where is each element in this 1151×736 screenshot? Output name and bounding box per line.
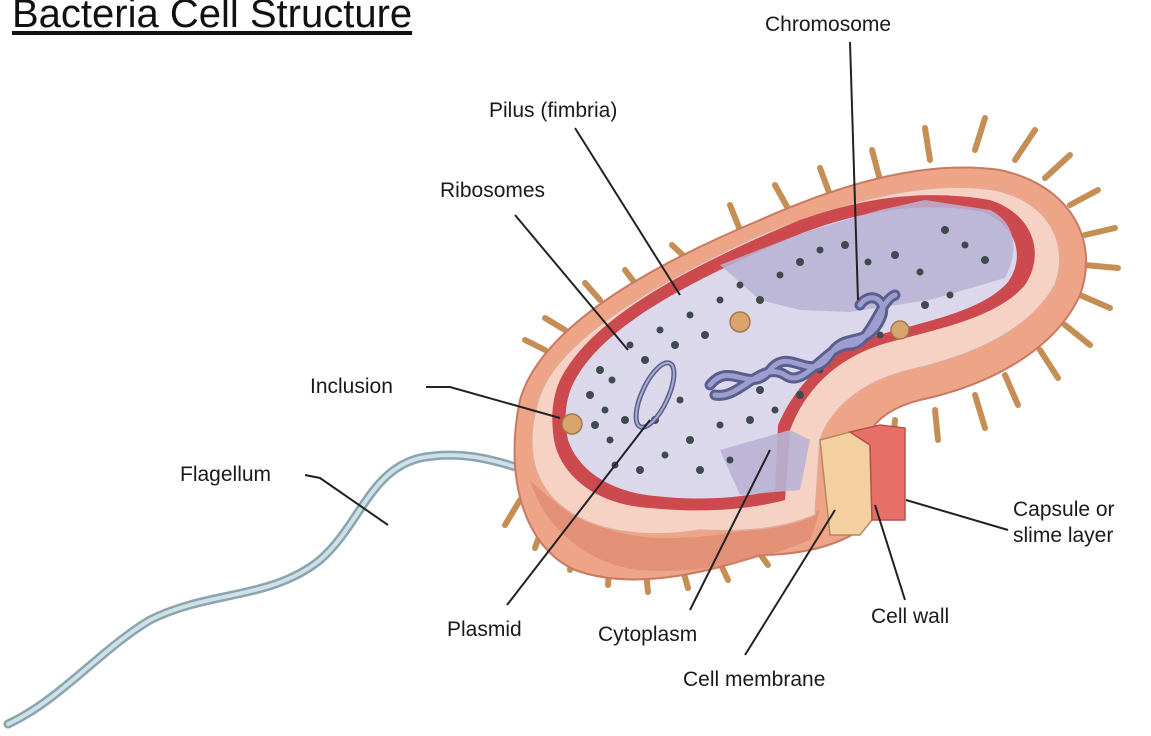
flagellum — [8, 445, 574, 724]
label-cytoplasm: Cytoplasm — [598, 622, 697, 648]
label-capsule-line2: slime layer — [1013, 523, 1115, 549]
label-pilus: Pilus (fimbria) — [489, 98, 617, 124]
label-plasmid: Plasmid — [447, 617, 522, 643]
label-flagellum: Flagellum — [180, 462, 271, 488]
label-capsule: Capsule or slime layer — [1013, 497, 1115, 549]
label-capsule-line1: Capsule or — [1013, 497, 1115, 523]
label-cell-membrane: Cell membrane — [683, 667, 825, 693]
label-ribosomes: Ribosomes — [440, 178, 545, 204]
inclusion-granule — [562, 414, 582, 434]
label-chromosome: Chromosome — [765, 12, 891, 38]
label-cell-wall: Cell wall — [871, 604, 949, 630]
label-inclusion: Inclusion — [310, 374, 393, 400]
